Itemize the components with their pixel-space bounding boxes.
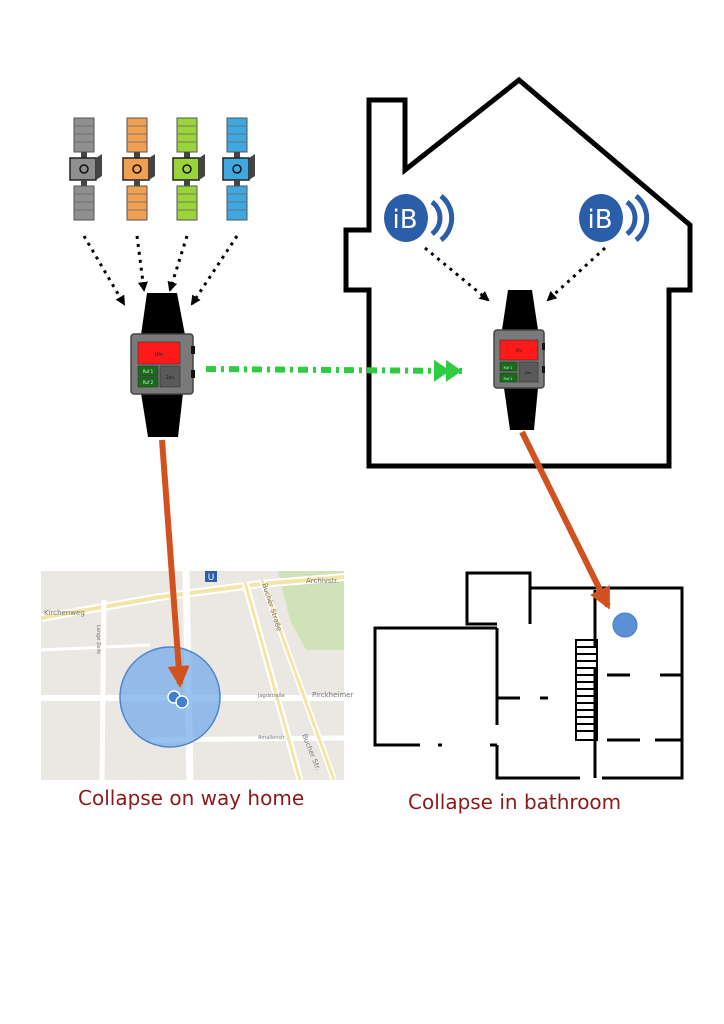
smartwatch-icon: Uhr Ruf 1 Ruf 2 Zen [493, 290, 545, 430]
floor-plan [373, 571, 684, 780]
satellite-icon [69, 117, 103, 221]
watch-button-bottom: Ruf 2 [143, 380, 154, 385]
handover-arrow [205, 359, 463, 382]
caption-left: Collapse on way home [78, 786, 305, 810]
map-thumbnail: Kirchenweg Buchër Straße Lange Zeile Jag… [40, 570, 353, 782]
beacon-label: iB [587, 205, 612, 235]
watch-button-bottom: Ruf 2 [503, 377, 512, 381]
watch-side-label: Zen [525, 371, 532, 375]
location-dot [175, 695, 189, 709]
watch-button-top: Ruf 1 [143, 369, 154, 374]
transit-badge-label: U [208, 573, 215, 583]
beacon-icon: iB [384, 194, 455, 242]
smartwatch-icon: Uhr Ruf 1 Ruf 2 Zen [130, 293, 195, 437]
map-street-label: Pirckheimer [312, 691, 353, 699]
gps-signal-arrows [82, 235, 239, 306]
watch-button-top: Ruf 1 [503, 366, 512, 370]
satellite-icon [222, 117, 256, 221]
map-street-label: Kirchenweg [44, 609, 85, 617]
watch-screen-text: Uhr [155, 352, 165, 358]
person-location-dot [612, 612, 638, 638]
caption-right: Collapse in bathroom [408, 790, 622, 814]
beacon-icon: iB [579, 194, 650, 242]
satellite-icon [122, 117, 156, 221]
watch-screen-text: Uhr [515, 348, 522, 353]
left-location-arrow [159, 439, 190, 688]
transit-badge [205, 571, 217, 582]
map-street-label: Amalienstr. [258, 735, 287, 741]
map-street-label: Archivstr. [306, 577, 339, 585]
map-street-label: Lange Zeile [95, 625, 101, 654]
beacon-signal-arrows [424, 246, 607, 302]
right-location-arrow [519, 430, 611, 610]
satellites [69, 117, 256, 221]
house-outline [343, 76, 693, 469]
watch-side-label: Zen [166, 375, 174, 380]
staircase [575, 639, 598, 741]
map-street-label: Jagdstraße [257, 693, 285, 699]
beacon-label: iB [392, 205, 417, 235]
satellite-icon [172, 117, 206, 221]
